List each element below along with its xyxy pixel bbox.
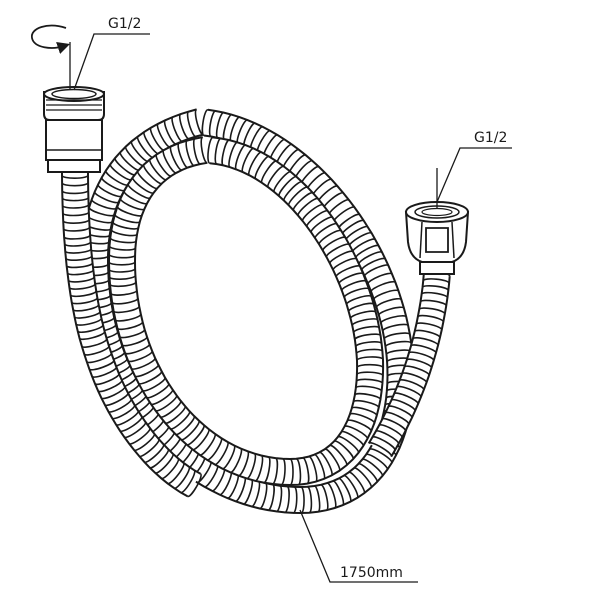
rotate-arrow-icon — [31, 24, 71, 90]
leader-top-left — [73, 33, 150, 91]
leader-right — [436, 147, 512, 203]
label-g12-right: G1/2 — [474, 130, 507, 146]
threaded-fitting-icon — [43, 86, 105, 173]
braided-hose-icon — [61, 108, 451, 515]
label-length: 1750mm — [340, 565, 403, 581]
hex-nut-fitting-icon — [404, 201, 470, 275]
label-g12-top: G1/2 — [108, 16, 141, 32]
leader-length — [299, 509, 418, 583]
